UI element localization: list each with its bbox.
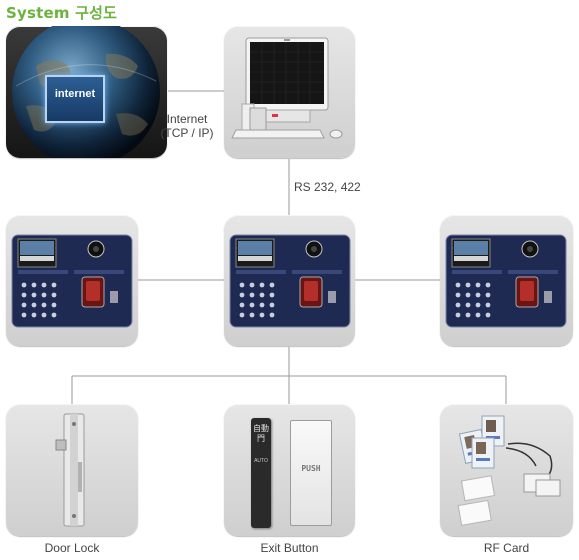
internet-globe-box: internet <box>6 26 167 158</box>
internet-badge-label: internet <box>54 88 96 100</box>
push-plate-label: PUSH <box>301 464 321 473</box>
internet-link-line2: (TCP / IP) <box>160 126 214 140</box>
terminal-box-right <box>440 215 573 346</box>
auto-door-switch-top-label: 自動門 <box>253 424 269 443</box>
door-lock-icon <box>55 413 85 527</box>
terminal-device-icon <box>11 234 133 328</box>
page-title: System 구성도 <box>6 4 118 22</box>
computer-box <box>224 26 355 158</box>
terminal-box-center <box>224 215 355 346</box>
door-lock-caption: Door Lock <box>44 541 100 555</box>
serial-link-label: RS 232, 422 <box>294 180 361 194</box>
rf-card-caption: RF Card <box>483 541 530 555</box>
auto-door-switch-auto-label: AUTO <box>254 458 268 464</box>
computer-illustration <box>231 37 343 139</box>
internet-badge <box>45 75 105 123</box>
door-lock-box <box>6 404 138 536</box>
internet-link-line1: Internet <box>166 112 208 126</box>
internet-link-label: Internet (TCP / IP) <box>150 112 224 140</box>
push-plate <box>290 420 332 526</box>
rf-card-box <box>440 404 573 536</box>
exit-button-box: 自動門 AUTO PUSH <box>224 404 355 536</box>
auto-door-switch <box>251 418 271 528</box>
rf-card-icon <box>457 415 561 526</box>
terminal-device-icon <box>229 234 351 328</box>
terminal-box-left <box>6 215 138 346</box>
terminal-device-icon <box>445 234 567 328</box>
exit-button-caption: Exit Button <box>260 541 319 555</box>
